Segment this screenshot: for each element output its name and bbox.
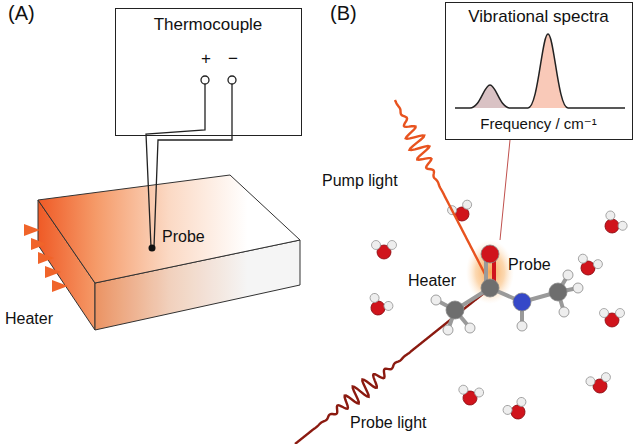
leader-line xyxy=(500,140,510,240)
oxygen-atom xyxy=(481,245,499,263)
inset-title: Vibrational spectra xyxy=(468,7,609,27)
beam-label: Probe light xyxy=(350,414,427,432)
panel-letter: (A) xyxy=(8,2,35,25)
spectrum xyxy=(455,34,625,108)
water xyxy=(585,372,614,396)
terminal-sign: + xyxy=(201,49,211,69)
wire xyxy=(154,84,232,247)
spectrum-line xyxy=(455,34,625,108)
water xyxy=(501,396,532,425)
part-label: Heater xyxy=(408,272,456,290)
carbon-atom xyxy=(549,283,567,301)
terminal xyxy=(228,76,236,84)
inset-box: Vibrational spectraFrequency / cm⁻¹ xyxy=(445,2,633,140)
slab-shade xyxy=(95,240,300,330)
carbon-atom xyxy=(481,279,499,297)
heat-arrows xyxy=(24,224,68,292)
water xyxy=(364,292,395,321)
carbon-atom xyxy=(446,301,464,319)
hydrogen-atom xyxy=(559,307,569,317)
thermocouple-wires xyxy=(146,84,232,247)
heat-arrowhead xyxy=(45,266,61,278)
water xyxy=(446,199,476,225)
instrument-title: Thermocouple xyxy=(154,15,263,35)
hydrogen-atom xyxy=(563,270,573,280)
instrument-box: Thermocouple +− xyxy=(115,8,302,136)
hydrogen-atom xyxy=(465,323,475,333)
axis-label: Frequency / cm⁻¹ xyxy=(480,115,596,132)
probe-beam xyxy=(295,294,483,444)
water xyxy=(372,241,397,260)
nitrogen-atom xyxy=(513,293,531,311)
atoms xyxy=(431,245,583,335)
hydrogen-atom xyxy=(431,295,441,305)
terminal xyxy=(201,76,209,84)
terminal-sign: − xyxy=(228,49,238,69)
bonds xyxy=(436,256,578,330)
water xyxy=(598,209,629,239)
panel-letter: (B) xyxy=(330,2,357,25)
hydrogen-atom xyxy=(443,325,453,335)
heat-arrowhead xyxy=(24,224,40,236)
beam-label: Pump light xyxy=(322,172,398,190)
pump-beam xyxy=(395,100,487,278)
water-molecules xyxy=(364,199,629,424)
heated-slab xyxy=(38,175,300,330)
molecule xyxy=(431,245,583,335)
water xyxy=(574,253,604,279)
part-label: Heater xyxy=(5,310,53,328)
probe-dot xyxy=(149,245,156,252)
hydrogen-atom xyxy=(517,321,527,331)
heat-arrowhead xyxy=(38,252,54,264)
part-label: Probe xyxy=(162,228,205,246)
water xyxy=(456,385,484,408)
heat-arrowhead xyxy=(31,238,47,250)
hydrogen-atom xyxy=(573,283,583,293)
water xyxy=(600,309,625,328)
heat-arrowhead xyxy=(52,280,68,292)
part-label: Probe xyxy=(508,256,551,274)
